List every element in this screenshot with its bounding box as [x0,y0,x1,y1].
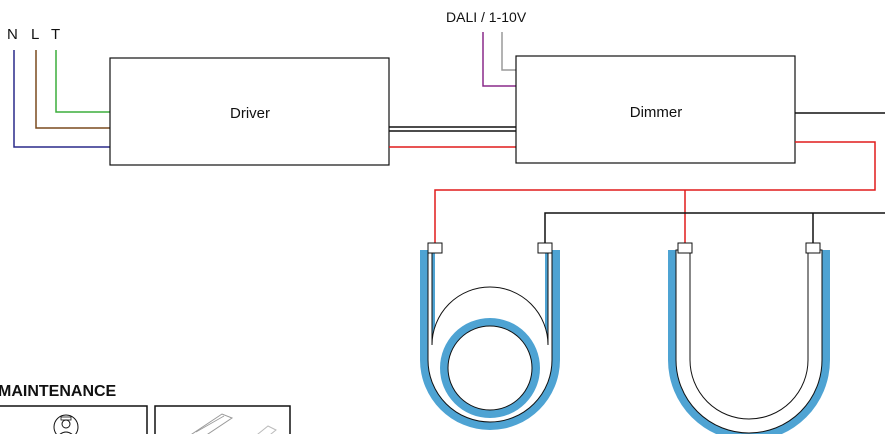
maintenance-panel-1 [0,405,148,434]
dimmer-positive-out [434,141,876,246]
strip-1-pin-positive [427,242,443,254]
dali-purple-wire [482,32,516,87]
strip-2-pin-negative [805,242,821,254]
dimmer-block [515,55,796,164]
terminal-n-label: N [7,26,18,43]
strip-1-pin-negative [537,242,553,254]
led-strip-loop [420,242,560,430]
led-strip-u [668,242,830,434]
maintenance-heading: MAINTENANCE [0,383,117,400]
dali-grey-wire [501,32,516,71]
technician-icon [53,414,79,434]
control-signal-label: DALI / 1-10V [446,9,527,25]
dimmer-label: Dimmer [630,104,683,121]
live-wire [35,50,110,129]
strip-2-pin-positive [677,242,693,254]
terminal-t-label: T [51,26,60,43]
earth-wire [55,50,110,113]
terminal-l-label: L [31,26,39,43]
maintenance-panel-2 [154,405,291,434]
neutral-wire [13,50,110,148]
driver-block [109,57,390,166]
led-profile-icon [191,413,277,434]
negative-bus [544,212,885,246]
driver-label: Driver [230,105,270,122]
